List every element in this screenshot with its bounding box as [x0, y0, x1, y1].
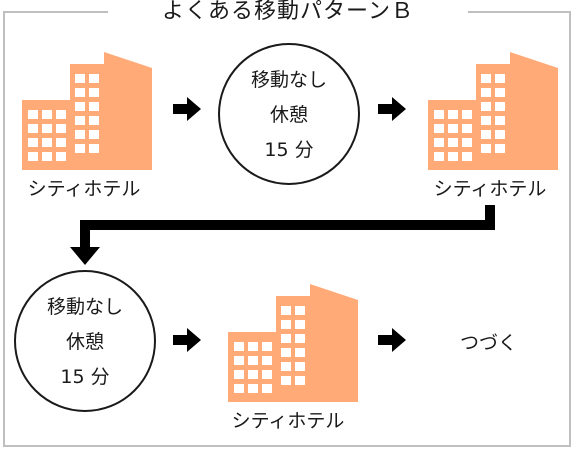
building-icon — [428, 52, 558, 170]
rest-circle-2: 移動なし 休憩 15 分 — [14, 270, 156, 412]
hotel-node-1 — [22, 50, 152, 170]
rest-text-3: 15 分 — [60, 366, 110, 388]
rest-text-2: 休憩 — [65, 331, 104, 353]
down-elbow-arrow-icon — [60, 205, 500, 271]
hotel-node-2 — [428, 50, 558, 170]
building-icon — [22, 52, 152, 170]
hotel-label-3: シティホテル — [231, 410, 345, 432]
right-arrow-icon — [173, 328, 201, 356]
rest-circle-1: 移動なし 休憩 15 分 — [218, 43, 360, 185]
rest-text-1: 移動なし — [250, 69, 327, 91]
hotel-node-3 — [228, 282, 358, 402]
right-arrow-icon — [378, 328, 406, 356]
hotel-label-2: シティホテル — [433, 178, 547, 200]
rest-text-1: 移動なし — [46, 296, 123, 318]
right-arrow-icon — [173, 97, 201, 125]
rest-text-2: 休憩 — [269, 104, 308, 126]
hotel-label-1: シティホテル — [27, 178, 141, 200]
rest-text-3: 15 分 — [264, 139, 314, 161]
right-arrow-icon — [378, 97, 406, 125]
diagram-title: よくある移動パターンＢ — [108, 0, 468, 24]
building-icon — [228, 284, 358, 402]
continue-label: つづく — [460, 332, 518, 354]
